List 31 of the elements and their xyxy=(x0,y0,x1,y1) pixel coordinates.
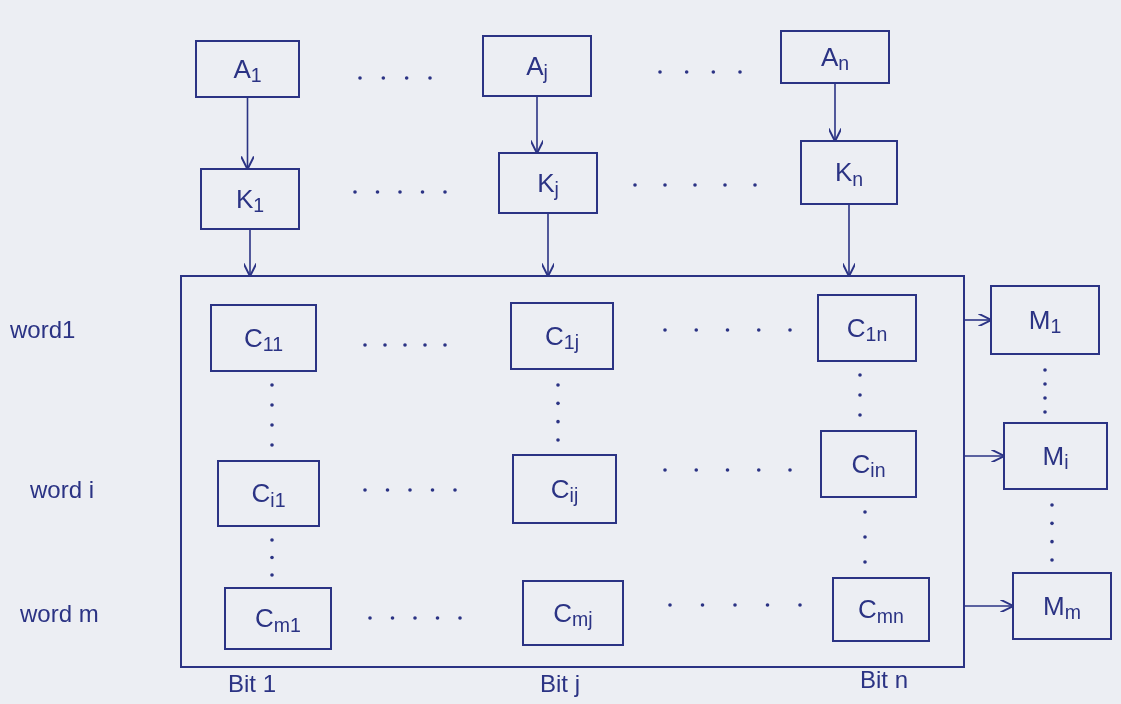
process-box: K$_{1}$ xyxy=(200,168,300,230)
arrow xyxy=(827,83,843,143)
process-box: A$_{n}$ xyxy=(780,30,890,84)
group-box xyxy=(180,275,965,668)
column-label: Bit j xyxy=(540,672,580,696)
process-box: C$_{1n}$ xyxy=(817,294,917,362)
arrow xyxy=(242,229,258,278)
arrow xyxy=(540,213,556,278)
process-box: C$_{1j}$ xyxy=(510,302,614,370)
column-label: Bit 1 xyxy=(228,672,277,696)
process-box: M$_{m}$ xyxy=(1012,572,1112,640)
process-box: M$_{i}$ xyxy=(1003,422,1108,490)
arrow xyxy=(841,204,857,278)
process-box: M$_{1}$ xyxy=(990,285,1100,355)
process-box: K$_{j}$ xyxy=(498,152,598,214)
process-box: K$_{n}$ xyxy=(800,140,898,205)
process-box: C$_{in}$ xyxy=(820,430,917,498)
row-label: word m xyxy=(20,602,99,626)
process-box: C$_{mn}$ xyxy=(832,577,930,642)
process-box: C$_{11}$ xyxy=(210,304,317,372)
row-label: word i xyxy=(30,478,95,502)
arrow xyxy=(529,96,545,155)
row-label: word1 xyxy=(10,318,76,342)
process-box: C$_{m1}$ xyxy=(224,587,332,650)
process-box: C$_{mj}$ xyxy=(522,580,624,646)
process-box: C$_{i1}$ xyxy=(217,460,320,527)
column-label: Bit n xyxy=(860,668,909,692)
arrow xyxy=(240,97,255,171)
process-box: A$_{1}$ xyxy=(195,40,300,98)
process-box: C$_{ij}$ xyxy=(512,454,617,524)
process-box: A$_{j}$ xyxy=(482,35,592,97)
